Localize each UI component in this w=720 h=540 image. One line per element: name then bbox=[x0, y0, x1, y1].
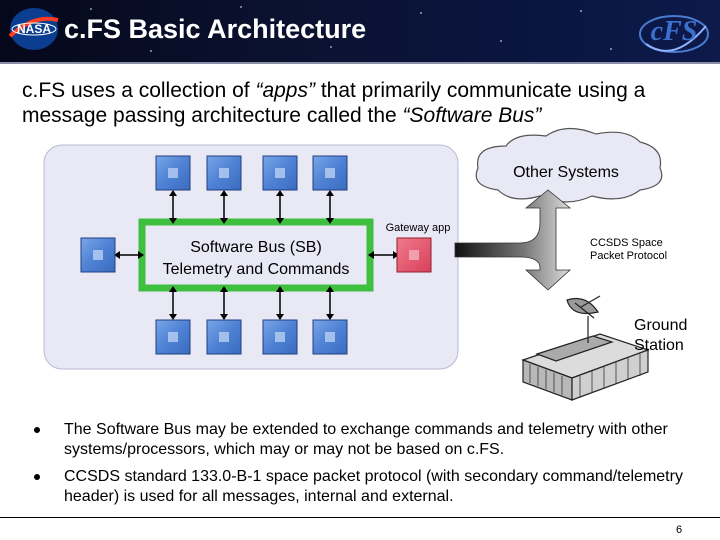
star-decoration bbox=[150, 50, 152, 52]
nasa-logo-text: NASA bbox=[17, 22, 51, 36]
title-bar: NASA c.FS Basic Architecture cFS bbox=[0, 0, 720, 62]
bullet-dot bbox=[34, 474, 40, 480]
gateway-box-highlight bbox=[409, 250, 419, 260]
cfs-logo: cFS bbox=[639, 15, 709, 53]
intro-part1: c.FS uses a collection of bbox=[22, 79, 256, 102]
gateway-label: Gateway app bbox=[386, 222, 451, 234]
bullet-list: The Software Bus may be extended to exch… bbox=[34, 420, 694, 514]
page-title: c.FS Basic Architecture bbox=[64, 14, 367, 44]
bullet-item: The Software Bus may be extended to exch… bbox=[34, 420, 694, 460]
bullet-item: CCSDS standard 133.0-B-1 space packet pr… bbox=[34, 467, 694, 507]
star-decoration bbox=[500, 40, 502, 42]
intro-apps: “apps” bbox=[255, 79, 315, 102]
star-decoration bbox=[580, 10, 582, 12]
cfs-logo-text: cFS bbox=[651, 16, 698, 47]
ground-station-icon bbox=[521, 295, 650, 401]
app-boxes bbox=[80, 155, 348, 355]
star-decoration bbox=[610, 48, 612, 50]
top-app-connectors bbox=[116, 192, 397, 318]
page-number: 6 bbox=[676, 524, 683, 536]
star-decoration bbox=[240, 6, 242, 8]
bus-label-line1: Software Bus (SB) bbox=[190, 239, 322, 256]
title-divider bbox=[0, 62, 720, 64]
other-systems-label: Other Systems bbox=[513, 164, 619, 181]
intro-part2: that primarily communicate using a messa… bbox=[22, 79, 646, 127]
ccsds-label-line1: CCSDS Space bbox=[590, 237, 663, 249]
ccsds-label-line2: Packet Protocol bbox=[590, 250, 667, 262]
star-decoration bbox=[330, 46, 332, 48]
star-decoration bbox=[420, 12, 422, 14]
intro-text: c.FS uses a collection of “apps” that pr… bbox=[22, 78, 712, 128]
gateway-link-arrow bbox=[454, 189, 572, 291]
intro-software-bus: “Software Bus” bbox=[402, 104, 542, 127]
connector-arrowheads bbox=[114, 190, 399, 320]
bullet-text: The Software Bus may be extended to exch… bbox=[64, 421, 668, 458]
app-box-highlights bbox=[93, 168, 335, 342]
star-decoration bbox=[90, 8, 92, 10]
footer-divider bbox=[0, 517, 720, 518]
other-systems-cloud bbox=[475, 127, 663, 203]
bullet-text: CCSDS standard 133.0-B-1 space packet pr… bbox=[64, 468, 683, 505]
bus-label-line2: Telemetry and Commands bbox=[163, 261, 350, 278]
ground-label-line1: Ground bbox=[634, 317, 687, 334]
bullet-dot bbox=[34, 427, 40, 433]
nasa-logo: NASA bbox=[8, 8, 59, 50]
ground-label-line2: Station bbox=[634, 337, 684, 354]
